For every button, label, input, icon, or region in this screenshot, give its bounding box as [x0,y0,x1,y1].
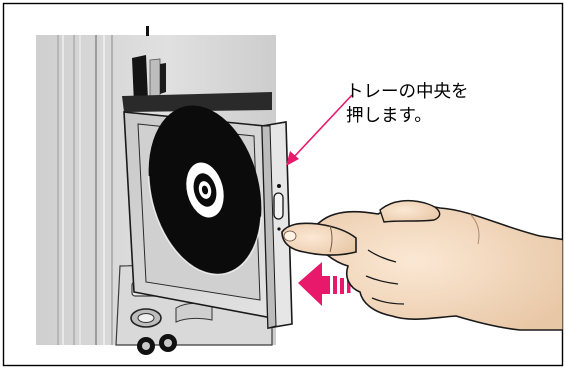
callout-label: トレーの中央を 押します。 [346,80,469,128]
callout-line-1: トレーの中央を [346,80,469,104]
cd-tray [124,93,292,328]
callout-line-2: 押します。 [346,104,469,128]
